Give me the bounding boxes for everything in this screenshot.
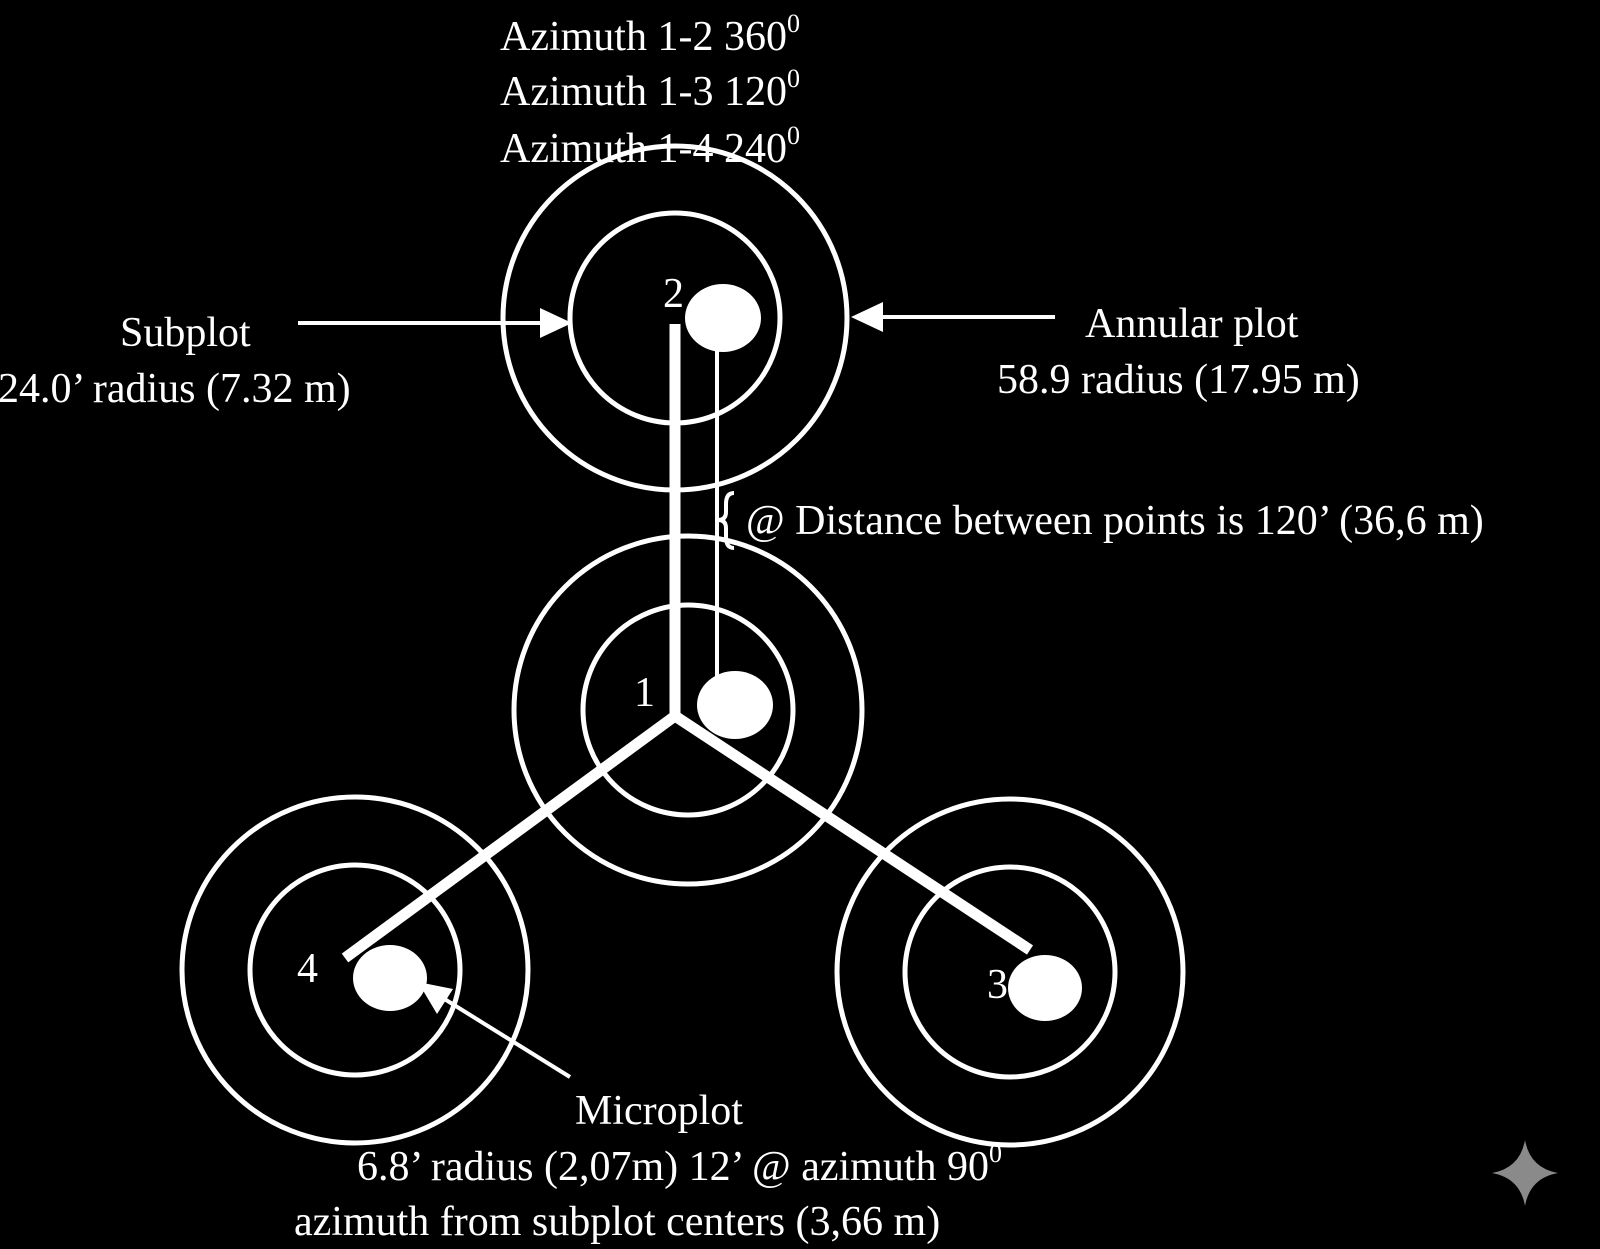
subplot-3: 3 [834, 796, 1186, 1148]
azimuth-1-2: Azimuth 1-2 3600 [500, 9, 800, 60]
microplot-azimuth-text: azimuth from subplot centers (3,66 m) [294, 1199, 940, 1245]
microplot-title: Microplot [575, 1088, 743, 1134]
annular-ring-3 [834, 796, 1186, 1148]
subplot-radius-text: 24.0’ radius (7.32 m) [0, 366, 351, 412]
azimuth-header: Azimuth 1-2 3600 Azimuth 1-3 1200 Azimut… [500, 9, 800, 172]
subplot-ring-4 [247, 862, 463, 1078]
annular-ring-4 [179, 794, 531, 1146]
distance-annotation: @ Distance between points is 120’ (36,6 … [717, 491, 1484, 550]
point-label-4: 4 [297, 946, 318, 992]
curly-brace-icon [717, 491, 735, 550]
point-label-1: 1 [634, 670, 655, 716]
subplot-ring-1 [580, 602, 796, 818]
annular-ring-1 [511, 533, 865, 887]
arrow-right-icon [540, 308, 572, 338]
connecting-arms [341, 324, 1034, 963]
subplot-callout: Subplot 24.0’ radius (7.32 m) [0, 308, 572, 412]
subplot-title: Subplot [120, 310, 251, 356]
microplot-3 [1008, 955, 1082, 1021]
point-label-3: 3 [987, 962, 1008, 1008]
microplot-arrow-shaft [436, 993, 572, 1079]
microplot-callout: Microplot 6.8’ radius (2,07m) 12’ @ azim… [294, 982, 1002, 1245]
arrow-up-left-icon [418, 982, 453, 1014]
azimuth-1-3: Azimuth 1-3 1200 [500, 64, 800, 115]
subplot-4: 4 [179, 794, 531, 1146]
annular-radius-text: 58.9 radius (17.95 m) [997, 357, 1360, 403]
annular-callout: Annular plot 58.9 radius (17.95 m) [851, 301, 1360, 403]
annular-title: Annular plot [1085, 301, 1299, 347]
subplot-1: 1 [511, 533, 865, 887]
arrow-left-icon [851, 302, 883, 332]
arm-1-4 [341, 711, 679, 963]
azimuth-1-4: Azimuth 1-4 2400 [500, 121, 800, 172]
microplot-2 [685, 284, 761, 352]
subplot-ring-3 [902, 864, 1118, 1080]
arm-1-3 [671, 711, 1034, 955]
microplot-radius-text: 6.8’ radius (2,07m) 12’ @ azimuth 900 [357, 1139, 1002, 1190]
microplot-4 [353, 945, 427, 1011]
point-label-2: 2 [663, 271, 684, 317]
microplot-1 [697, 671, 773, 739]
sparkle-icon [1492, 1140, 1558, 1206]
distance-text: @ Distance between points is 120’ (36,6 … [746, 498, 1484, 544]
